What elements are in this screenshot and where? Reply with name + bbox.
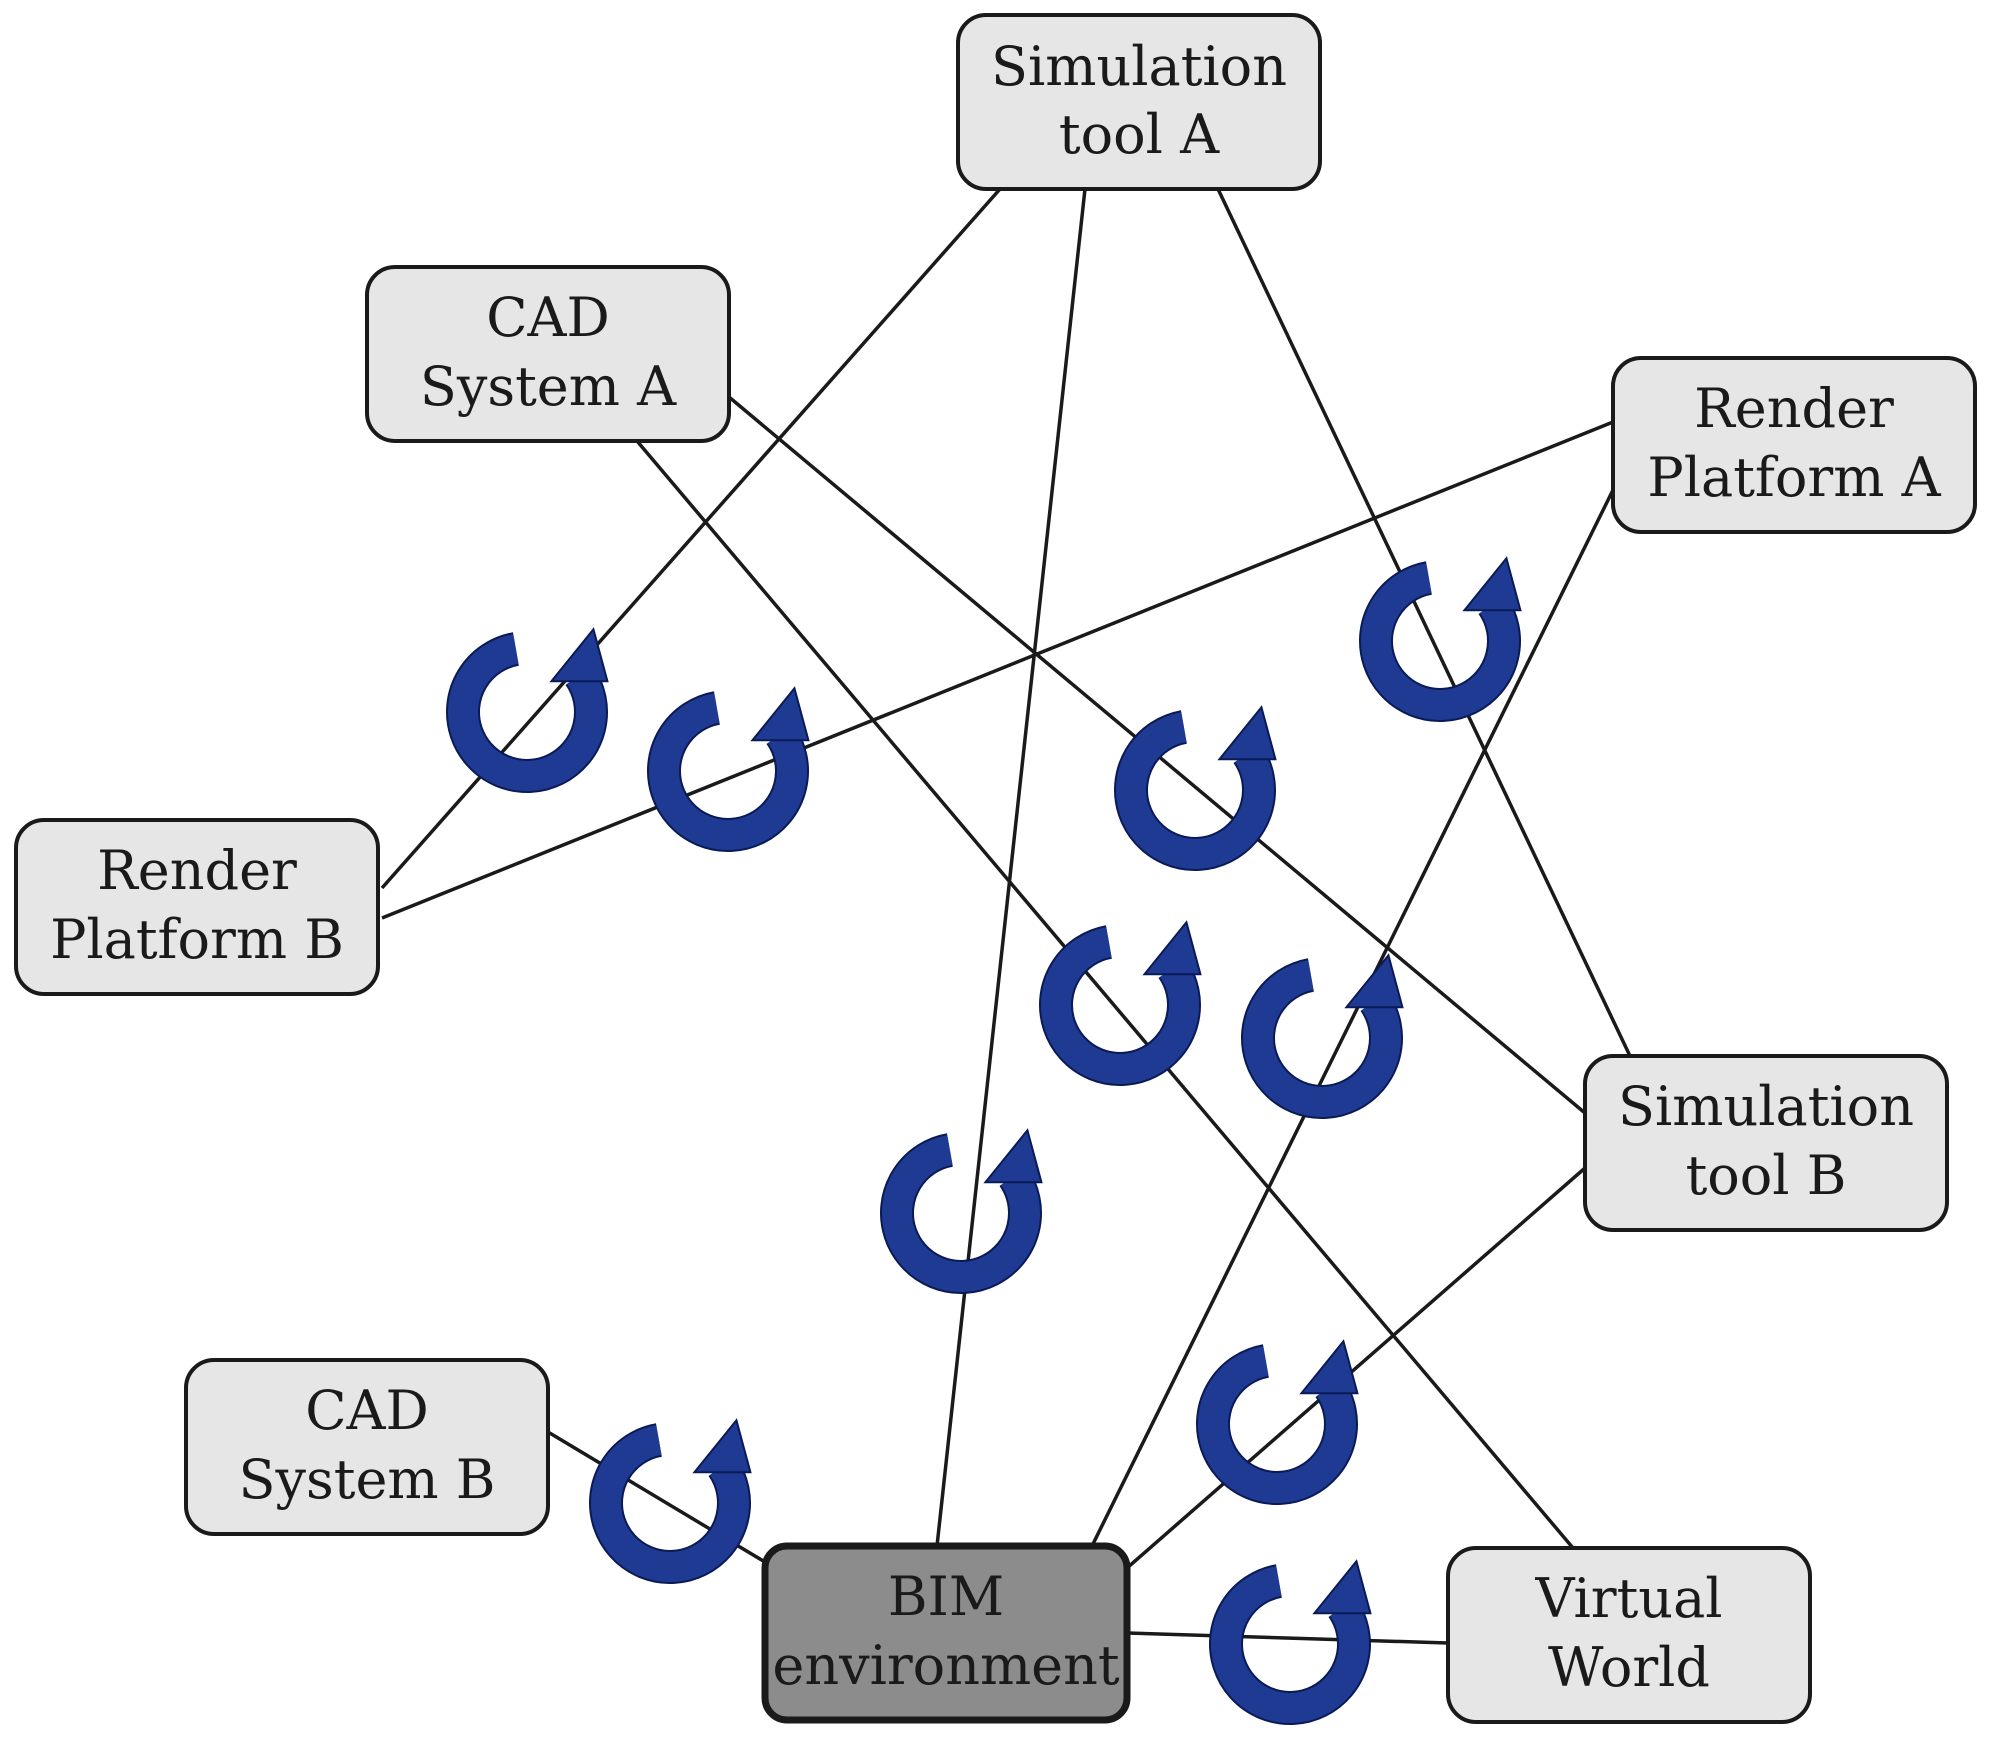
cycle-arrowhead	[1344, 953, 1404, 1009]
node-cad-system-b-line2: System B	[239, 1448, 496, 1511]
edge-bim-environment-to-virtual-world	[1126, 1631, 1449, 1645]
cycle-arrowhead	[1299, 1339, 1359, 1395]
node-cad-system-b-line1: CAD	[305, 1379, 429, 1442]
edge-simulation-tool-a-to-simulation-tool-b	[1216, 188, 1632, 1057]
node-render-platform-b-line2: Platform B	[50, 908, 344, 971]
cycle-arrowhead	[750, 686, 810, 742]
cycle-icon	[589, 1418, 752, 1584]
node-render-platform-a-line1: Render	[1694, 377, 1894, 440]
node-virtual-world-line1: Virtual	[1534, 1567, 1722, 1630]
node-render-platform-a[interactable]: Render Platform A	[1611, 356, 1977, 534]
node-simulation-tool-b-line1: Simulation	[1618, 1075, 1914, 1138]
node-render-platform-a-line2: Platform A	[1647, 446, 1941, 509]
node-render-platform-b-line1: Render	[97, 839, 297, 902]
edge-cad-system-a-to-virtual-world	[635, 439, 1575, 1550]
cycle-arrowhead	[983, 1128, 1043, 1184]
node-cad-system-b[interactable]: CAD System B	[184, 1358, 550, 1536]
cycle-icon	[1359, 556, 1522, 722]
cycle-icon	[1209, 1559, 1372, 1725]
cycle-icon	[880, 1128, 1043, 1294]
node-virtual-world[interactable]: Virtual World	[1446, 1546, 1812, 1724]
node-cad-system-a-line1: CAD	[486, 286, 610, 349]
cycle-arrowhead	[1312, 1559, 1372, 1615]
node-simulation-tool-a[interactable]: Simulation tool A	[956, 13, 1322, 191]
cycle-icon	[1039, 920, 1202, 1086]
connection-lines	[380, 187, 1632, 1645]
cycle-icon	[1196, 1339, 1359, 1505]
cycle-icons	[446, 556, 1522, 1725]
cycle-arrowhead	[1217, 705, 1277, 761]
cycle-icon	[647, 686, 810, 852]
node-bim-environment[interactable]: BIM environment	[761, 1542, 1131, 1724]
cycle-icon	[1114, 705, 1277, 871]
node-simulation-tool-b-line2: tool B	[1686, 1144, 1847, 1207]
node-simulation-tool-a-line1: Simulation	[991, 35, 1287, 98]
node-simulation-tool-a-line2: tool A	[1059, 103, 1220, 166]
node-cad-system-a[interactable]: CAD System A	[365, 265, 731, 443]
node-simulation-tool-b[interactable]: Simulation tool B	[1583, 1054, 1949, 1232]
cycle-arrowhead	[692, 1418, 752, 1474]
cycle-arrowhead	[1142, 920, 1202, 976]
edge-render-platform-a-to-bim-environment	[1090, 489, 1615, 1547]
node-cad-system-a-line2: System A	[420, 355, 677, 418]
edge-simulation-tool-b-to-bim-environment	[1125, 1166, 1587, 1570]
cycle-arrowhead	[549, 627, 609, 683]
cycle-arrowhead	[1462, 556, 1522, 612]
edge-simulation-tool-a-to-bim-environment	[935, 188, 1087, 1547]
node-bim-environment-line2: environment	[772, 1634, 1120, 1697]
edge-render-platform-a-to-render-platform-b	[381, 420, 1614, 920]
node-render-platform-b[interactable]: Render Platform B	[14, 818, 380, 996]
node-bim-environment-line1: BIM	[888, 1565, 1004, 1628]
cycle-icon	[446, 627, 609, 793]
cycle-icon	[1241, 953, 1404, 1119]
node-virtual-world-line2: World	[1548, 1636, 1710, 1699]
